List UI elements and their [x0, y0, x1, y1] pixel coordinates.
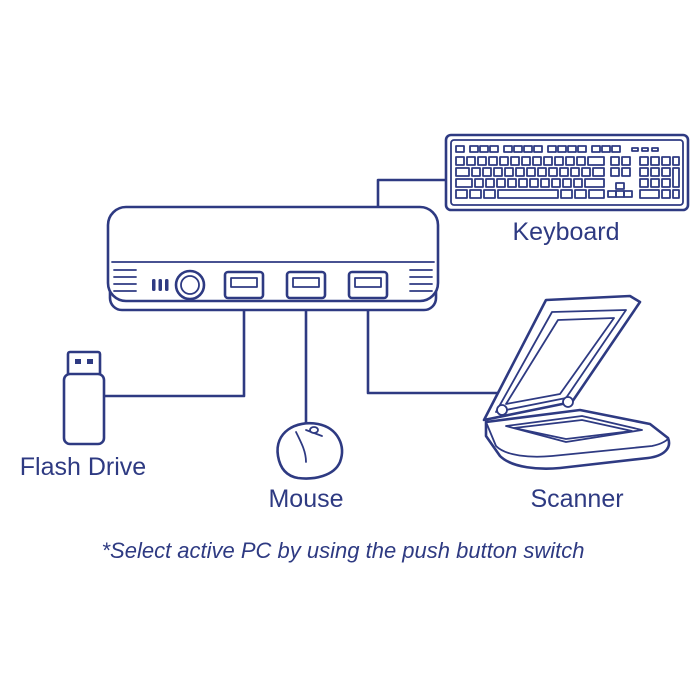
hub-body [106, 205, 440, 303]
scanner-label: Scanner [530, 485, 623, 513]
mouse-label: Mouse [268, 485, 343, 513]
scanner-glass [505, 415, 643, 443]
keyboard-cable [376, 178, 448, 209]
usb-switch-hub [106, 205, 440, 312]
usb-port-2 [285, 270, 327, 300]
keyboard-keys [455, 145, 680, 199]
right-vent-grille [409, 269, 433, 292]
left-vent-grille [113, 269, 137, 292]
push-button-switch[interactable] [174, 269, 206, 301]
cables [98, 178, 502, 432]
usb-port-3 [347, 270, 389, 300]
flash-drive-cable [98, 298, 246, 398]
scanner-icon [482, 294, 671, 470]
mouse-icon [276, 421, 344, 480]
usb-port-1 [223, 270, 265, 300]
keyboard-icon [444, 133, 690, 212]
push-button-note: *Select active PC by using the push butt… [101, 538, 584, 563]
flash-drive-icon [62, 350, 106, 446]
led-indicators [152, 279, 169, 291]
keyboard-label: Keyboard [512, 218, 619, 246]
scanner-lid [482, 294, 642, 422]
flash-drive-label: Flash Drive [20, 453, 146, 481]
scanner-cable [366, 298, 502, 395]
